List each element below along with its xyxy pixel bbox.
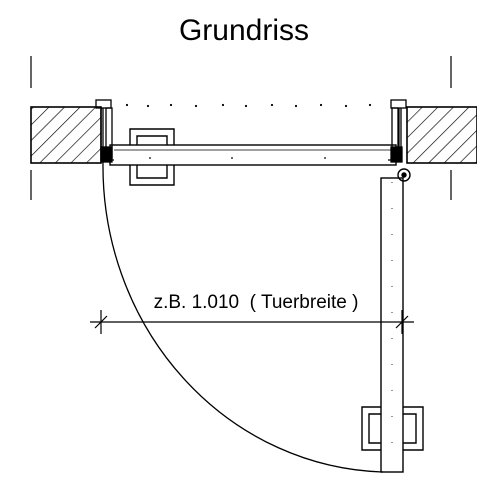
opening-dotted-line [125,103,372,108]
left-wall-section [30,106,102,164]
open-door-leaf [380,168,411,473]
right-wall-section [406,106,477,164]
drawing-title: Grundriss [179,14,309,47]
door-handle-icon [129,128,175,186]
door-swing-arc [102,161,384,473]
wall-guide-lines [30,56,452,200]
right-door-frame [388,99,407,163]
open-door-handle-icon [361,406,424,451]
closed-door-leaf [109,144,397,166]
door-width-dimension-line [90,310,414,334]
door-width-label: z.B. 1.010 ( Tuerbreite ) [154,292,359,313]
